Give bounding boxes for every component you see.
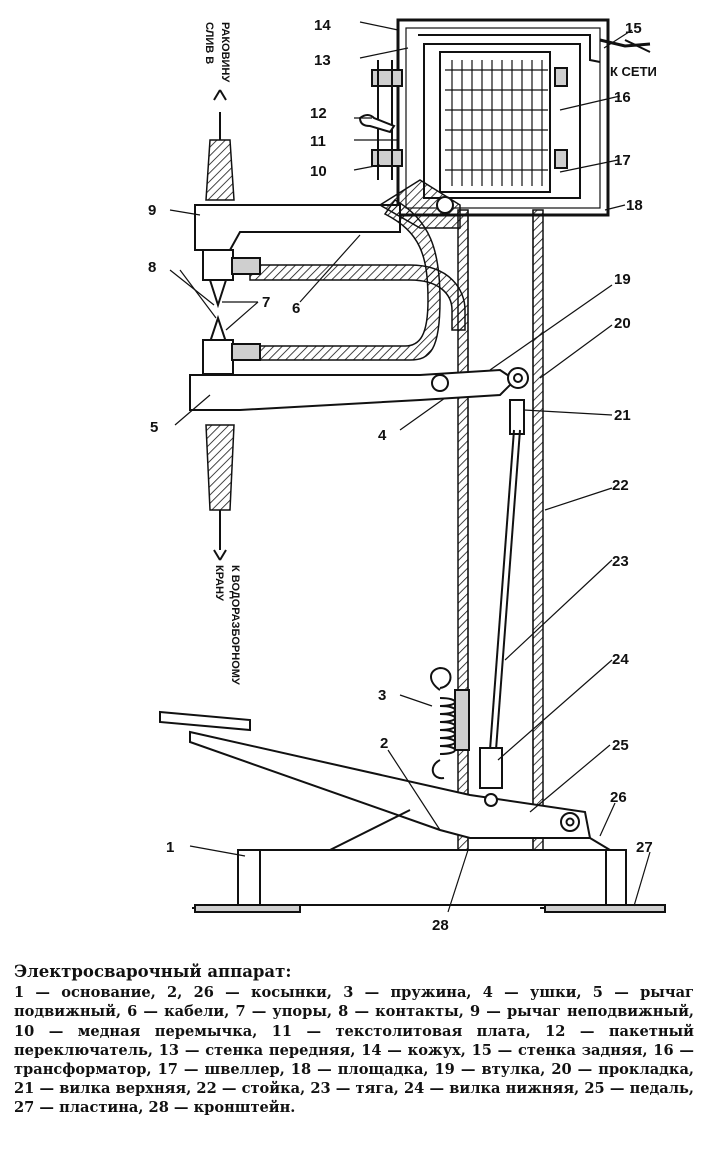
label-26: 26 xyxy=(610,789,627,806)
label-15: 15 xyxy=(625,20,642,37)
label-12: 12 xyxy=(310,105,327,122)
bolts xyxy=(371,60,568,180)
svg-text:РАКОВИНУ: РАКОВИНУ xyxy=(219,22,231,82)
caption-text: 1 — основание, 2, 26 — косынки, 3 — пруж… xyxy=(14,984,694,1117)
label-18: 18 xyxy=(626,197,643,214)
label-19: 19 xyxy=(614,271,631,288)
gusset-right xyxy=(589,837,611,851)
spring xyxy=(430,666,470,780)
svg-text:СЛИВ В: СЛИВ В xyxy=(203,22,215,64)
callout-labels: 1 2 3 4 5 6 7 8 9 10 11 12 13 14 15 16 1… xyxy=(148,17,653,934)
label-8: 8 xyxy=(148,259,156,276)
transformer-housing xyxy=(358,18,651,217)
welding-machine-drawing: 1 2 3 4 5 6 7 8 9 10 11 12 13 14 15 16 1… xyxy=(148,17,666,934)
label-17: 17 xyxy=(614,152,631,169)
svg-text:К ВОДОРАЗБОРНОМУ: К ВОДОРАЗБОРНОМУ xyxy=(229,565,241,685)
rod xyxy=(489,429,521,751)
label-6: 6 xyxy=(292,300,300,317)
label-22: 22 xyxy=(612,477,629,494)
gusset-left xyxy=(329,809,411,851)
transformer-core xyxy=(439,51,551,193)
base xyxy=(192,849,666,913)
movable-lever xyxy=(189,367,529,411)
label-27: 27 xyxy=(636,839,653,856)
label-5: 5 xyxy=(150,419,158,436)
label-10: 10 xyxy=(310,163,327,180)
label-14: 14 xyxy=(314,17,331,34)
label-3: 3 xyxy=(378,687,386,704)
label-20: 20 xyxy=(614,315,631,332)
label-1: 1 xyxy=(166,839,174,856)
upper-electrode xyxy=(202,249,261,309)
packet-switch xyxy=(358,114,396,134)
caption-title: Электросварочный аппарат: xyxy=(14,962,292,981)
label-4: 4 xyxy=(378,427,387,444)
leader-lines xyxy=(169,21,651,913)
drain-hose xyxy=(205,89,235,201)
label-28: 28 xyxy=(432,917,449,934)
lower-fork xyxy=(479,747,503,789)
label-9: 9 xyxy=(148,202,156,219)
label-7: 7 xyxy=(262,294,270,311)
pedal xyxy=(159,710,592,839)
label-16: 16 xyxy=(614,89,631,106)
supply-annotation: К ВОДОРАЗБОРНОМУ КРАНУ xyxy=(213,565,241,685)
supply-hose xyxy=(205,424,235,561)
mains-cable xyxy=(599,38,651,48)
upper-fork xyxy=(509,399,525,435)
cables xyxy=(239,199,466,361)
label-13: 13 xyxy=(314,52,331,69)
label-11: 11 xyxy=(310,133,326,150)
mains-annotation: К СЕТИ xyxy=(610,64,657,79)
label-23: 23 xyxy=(612,553,629,570)
drain-annotation: СЛИВ В РАКОВИНУ xyxy=(203,22,231,82)
lower-electrode xyxy=(202,314,261,375)
figure-caption: Электросварочный аппарат: 1 — основание,… xyxy=(14,962,694,1118)
label-24: 24 xyxy=(612,651,629,668)
label-2: 2 xyxy=(380,735,388,752)
svg-text:КРАНУ: КРАНУ xyxy=(213,565,225,601)
label-21: 21 xyxy=(614,407,631,424)
label-25: 25 xyxy=(612,737,629,754)
